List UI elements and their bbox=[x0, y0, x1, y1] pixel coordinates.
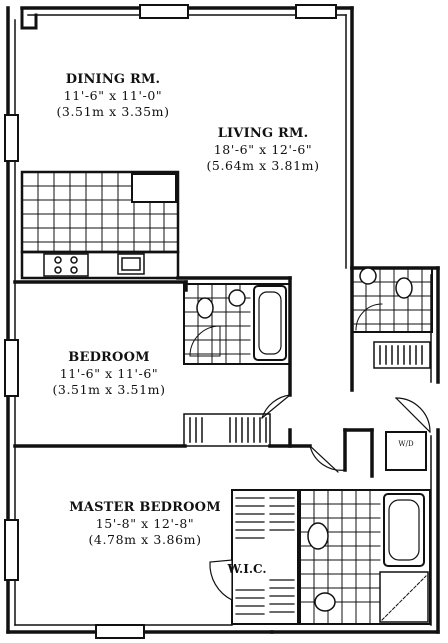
wic-rails bbox=[235, 497, 295, 615]
toilet-1 bbox=[196, 297, 214, 319]
bath-2-tile bbox=[351, 267, 433, 333]
bedroom-dim-metric: (3.51m x 3.51m) bbox=[52, 381, 166, 397]
dining-room-label: DINING RM. 11'-6" x 11'-0" (3.51m x 3.35… bbox=[38, 72, 188, 120]
bathtub-master bbox=[383, 493, 425, 567]
toilet-2 bbox=[395, 277, 413, 299]
wic-label: W.I.C. bbox=[227, 562, 267, 576]
master-bath bbox=[299, 489, 431, 625]
bath-1 bbox=[183, 283, 291, 365]
sink-2 bbox=[359, 267, 377, 285]
walk-in-closet bbox=[231, 489, 299, 625]
dining-room-dim-metric: (3.51m x 3.35m) bbox=[56, 103, 170, 119]
master-bedroom-label: MASTER BEDROOM 15'-8" x 12'-8" (4.78m x … bbox=[60, 500, 230, 548]
sink-master bbox=[307, 522, 329, 550]
kitchen-sink bbox=[117, 253, 145, 275]
dining-room-name: DINING RM. bbox=[65, 72, 161, 87]
entry-closet bbox=[373, 341, 431, 369]
living-room-dim-imperial: 18'-6" x 12'-6" bbox=[213, 142, 313, 158]
washer-dryer-label: W/D bbox=[398, 440, 414, 448]
master-bedroom-dim-metric: (4.78m x 3.86m) bbox=[88, 531, 202, 547]
master-bedroom-dim-imperial: 15'-8" x 12'-8" bbox=[95, 516, 195, 532]
master-bedroom-name: MASTER BEDROOM bbox=[69, 500, 221, 515]
dining-room-dim-imperial: 11'-6" x 11'-0" bbox=[63, 88, 163, 104]
washer-dryer bbox=[385, 431, 427, 471]
bedroom-closet bbox=[183, 413, 271, 447]
living-room-dim-metric: (5.64m x 3.81m) bbox=[206, 157, 320, 173]
bath-1-tile bbox=[183, 283, 251, 365]
door-swings bbox=[261, 394, 431, 473]
stove bbox=[43, 253, 89, 277]
shower bbox=[379, 571, 429, 623]
living-room-name: LIVING RM. bbox=[217, 126, 309, 141]
kitchen bbox=[20, 170, 180, 280]
window-marks bbox=[4, 4, 337, 639]
bathtub-1 bbox=[253, 285, 287, 361]
living-room-label: LIVING RM. 18'-6" x 12'-6" (5.64m x 3.81… bbox=[188, 126, 338, 174]
bedroom-name: BEDROOM bbox=[68, 350, 150, 365]
bedroom-label: BEDROOM 11'-6" x 11'-6" (3.51m x 3.51m) bbox=[34, 350, 184, 398]
sink-1 bbox=[228, 289, 246, 307]
bedroom-dim-imperial: 11'-6" x 11'-6" bbox=[59, 366, 159, 382]
toilet-master bbox=[314, 592, 336, 612]
bath-2 bbox=[351, 267, 433, 333]
master-bath-tile bbox=[299, 489, 381, 625]
refrigerator bbox=[131, 173, 177, 203]
